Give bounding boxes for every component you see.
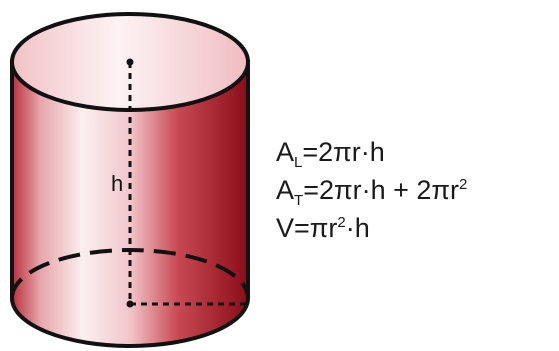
height-label: h [111,171,123,196]
lateral-area-subscript: L [294,154,303,171]
volume-rhs: ·h [345,213,370,243]
volume-superscript: 2 [337,214,346,231]
base-center-point [126,300,134,308]
lateral-area-lhs: A [276,137,295,167]
volume-formula: V=πr2·h [276,215,370,242]
volume-lhs: V=πr [276,213,338,243]
total-area-superscript: 2 [459,176,468,193]
cylinder-side [10,60,250,348]
total-area-subscript: T [294,192,304,209]
top-center-point [126,58,134,66]
lateral-area-rhs: =2πr·h [302,137,385,167]
total-area-rhs: =2πr·h + 2πr [303,175,460,205]
total-area-lhs: A [276,175,295,205]
total-area-formula: AT=2πr·h + 2πr2 [276,175,468,209]
lateral-area-formula: AL=2πr·h [276,137,385,171]
